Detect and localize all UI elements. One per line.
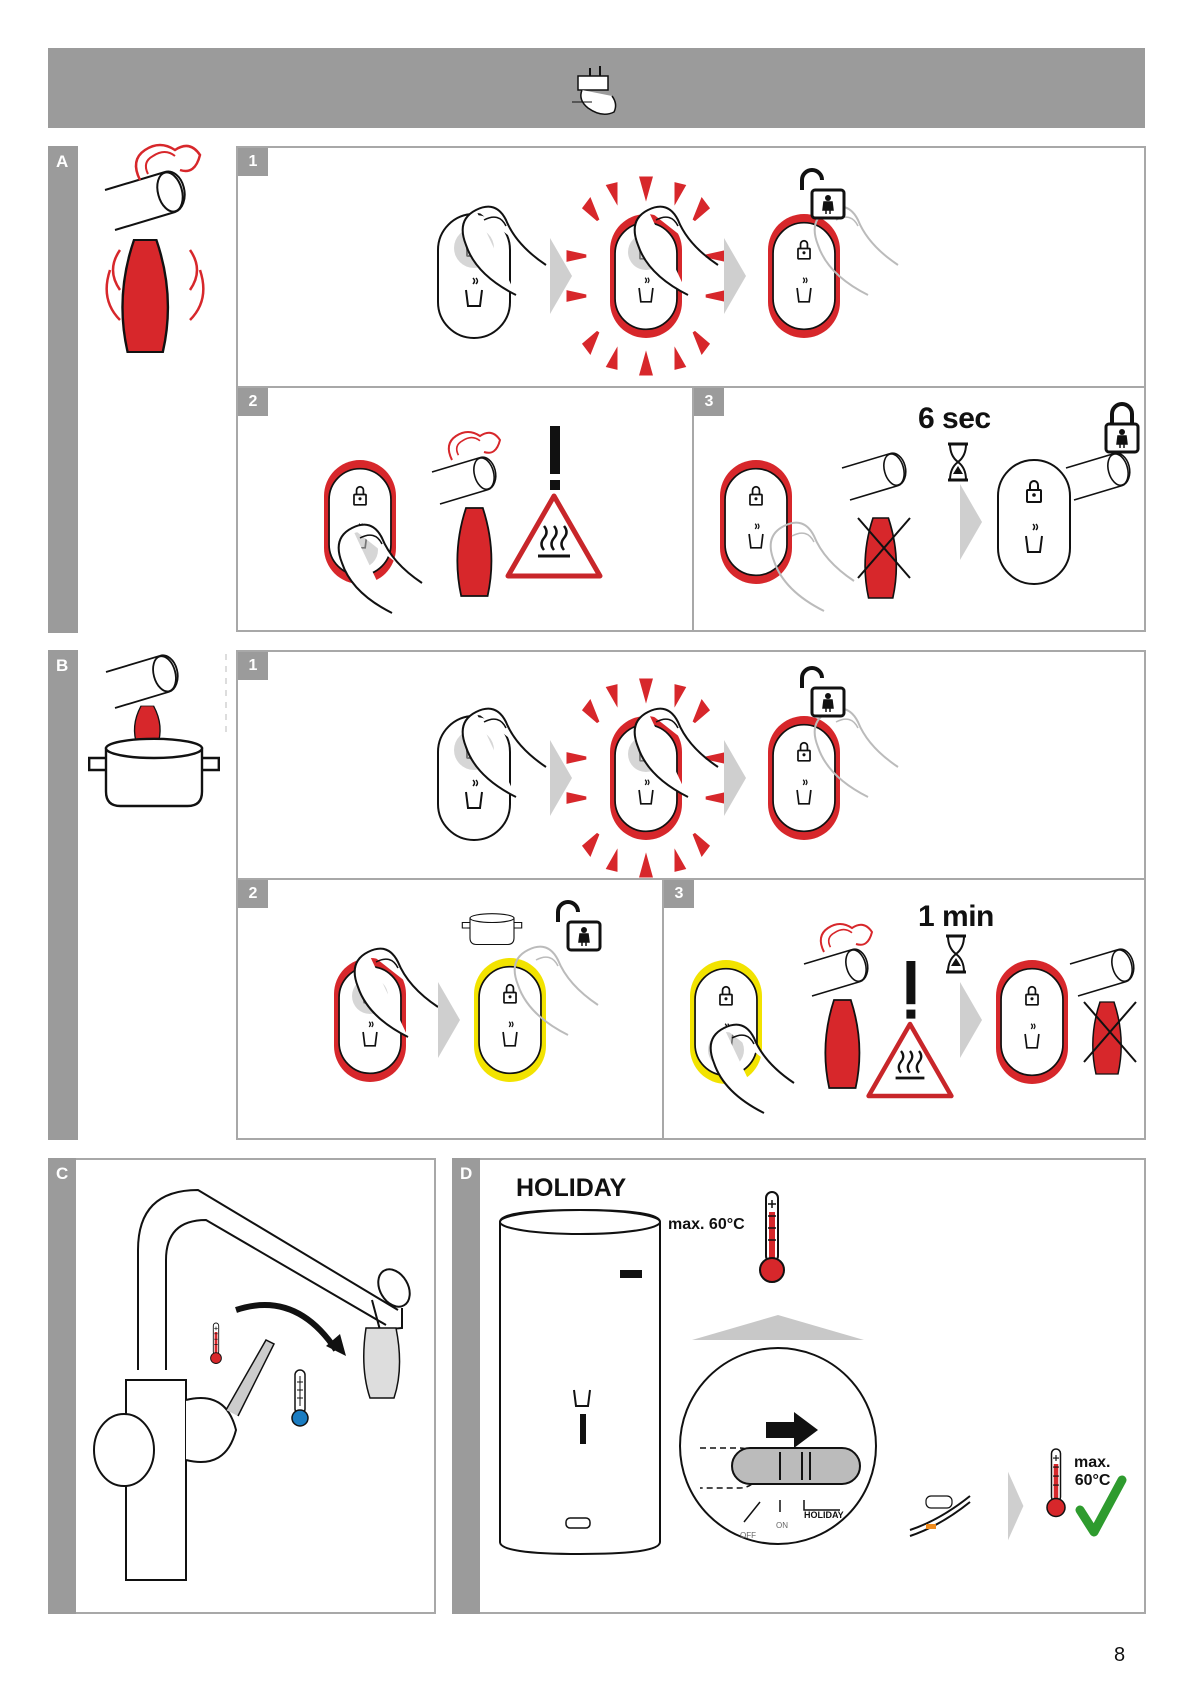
section-a-letter: A <box>56 152 68 172</box>
mixer-tap-illustration <box>76 1160 436 1616</box>
hand-tap-icon <box>568 56 628 120</box>
page-number: 8 <box>1114 1644 1125 1667</box>
pot-icon <box>462 914 521 945</box>
control-button <box>998 460 1070 584</box>
cold-thermometer-icon <box>292 1370 308 1426</box>
header-bar <box>48 48 1145 128</box>
unlock-icon <box>802 170 844 218</box>
switch-off-label: OFF <box>740 1531 756 1540</box>
step-illustration <box>238 652 1148 882</box>
brand-logo <box>620 1270 642 1278</box>
checkmark-icon <box>1080 1480 1122 1532</box>
arrow-right-icon <box>960 484 982 560</box>
switch-holiday-label: HOLIDAY <box>804 1510 844 1520</box>
pot-filling-illustration <box>84 650 234 820</box>
section-b-step-1-panel: 1 <box>236 650 1146 880</box>
section-d-bar: D <box>452 1158 482 1614</box>
section-c-panel <box>76 1158 436 1614</box>
section-c-bar: C <box>48 1158 78 1614</box>
lock-icon <box>1106 404 1138 452</box>
section-a-step-2-panel: 2 <box>236 386 694 632</box>
section-b-step-2-panel: 2 <box>236 878 664 1140</box>
hot-water-tap-illustration <box>90 150 220 340</box>
thermometer-icon <box>760 1192 784 1282</box>
unlock-icon <box>558 902 600 950</box>
boiler-illustration: OFF ON HOLIDAY <box>480 1160 1146 1616</box>
hot-surface-warning-icon <box>869 961 952 1096</box>
section-c-letter: C <box>56 1164 68 1184</box>
hourglass-icon <box>946 936 966 972</box>
unlock-icon <box>802 668 844 716</box>
thermometer-icon <box>1047 1449 1065 1517</box>
section-d-letter: D <box>460 1164 472 1184</box>
section-a-step-1-panel: 1 <box>236 146 1146 388</box>
section-d-panel: HOLIDAY max. 60°C max. 60°C OFF ON HOLID… <box>480 1158 1146 1614</box>
step-illustration <box>238 388 696 634</box>
section-a-bar: A <box>48 146 78 633</box>
hot-thermometer-icon <box>211 1323 222 1364</box>
section-b-step-3-panel: 3 1 min <box>662 878 1146 1140</box>
step-illustration <box>238 880 666 1142</box>
hourglass-icon <box>948 444 968 480</box>
step-illustration <box>238 148 1148 390</box>
arrow-right-icon <box>550 238 572 314</box>
section-a-step-3-panel: 3 6 sec <box>692 386 1146 632</box>
section-b-letter: B <box>56 656 68 676</box>
step-illustration <box>664 880 1148 1142</box>
arrow-right-icon <box>724 238 746 314</box>
switch-on-label: ON <box>776 1521 788 1530</box>
hot-surface-warning-icon <box>508 426 600 576</box>
step-illustration <box>694 388 1148 634</box>
section-b-bar: B <box>48 650 78 1140</box>
